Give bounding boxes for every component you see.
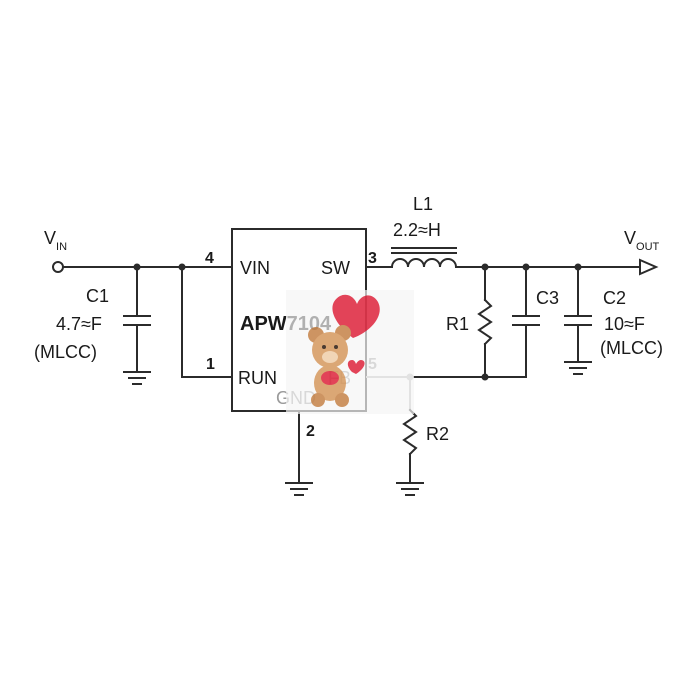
pin-label-sw: SW: [321, 258, 350, 278]
ground-icon: [285, 482, 313, 496]
ground-icon: [396, 482, 424, 496]
c2-value: 10≈F: [604, 314, 645, 334]
capacitor-c2: [564, 266, 592, 375]
c2-type: (MLCC): [600, 338, 663, 358]
capacitor-c3: [512, 266, 540, 378]
c2-name: C2: [603, 288, 626, 308]
c3-name: C3: [536, 288, 559, 308]
capacitor-c1: [123, 266, 151, 385]
pin-number-sw: 3: [368, 250, 377, 267]
vout-label: VOUT: [624, 228, 660, 253]
pin-label-run: RUN: [238, 368, 277, 388]
c1-value: 4.7≈F: [56, 314, 102, 334]
ground-icon: [123, 371, 151, 385]
vin-terminal: [52, 261, 64, 273]
pin-number-gnd: 2: [306, 423, 315, 440]
pin-number-vin: 4: [205, 250, 214, 267]
r1-name: R1: [446, 314, 469, 334]
pin-number-run: 1: [206, 356, 215, 373]
c1-name: C1: [86, 286, 109, 306]
vout-arrow-icon: [639, 258, 659, 276]
c1-type: (MLCC): [34, 342, 97, 362]
r2-name: R2: [426, 424, 449, 444]
ic-ground: [285, 410, 313, 496]
pin-label-vin: VIN: [240, 258, 270, 278]
ground-icon: [564, 361, 592, 375]
vin-label: VIN: [44, 228, 67, 253]
run-tie-wire: [181, 266, 233, 378]
resistor-r1: [477, 266, 493, 378]
l1-name: L1: [413, 194, 433, 214]
l1-value: 2.2≈H: [393, 220, 441, 240]
inductor-l1: [390, 247, 458, 269]
teddy-bear-heart-icon: [286, 290, 414, 414]
